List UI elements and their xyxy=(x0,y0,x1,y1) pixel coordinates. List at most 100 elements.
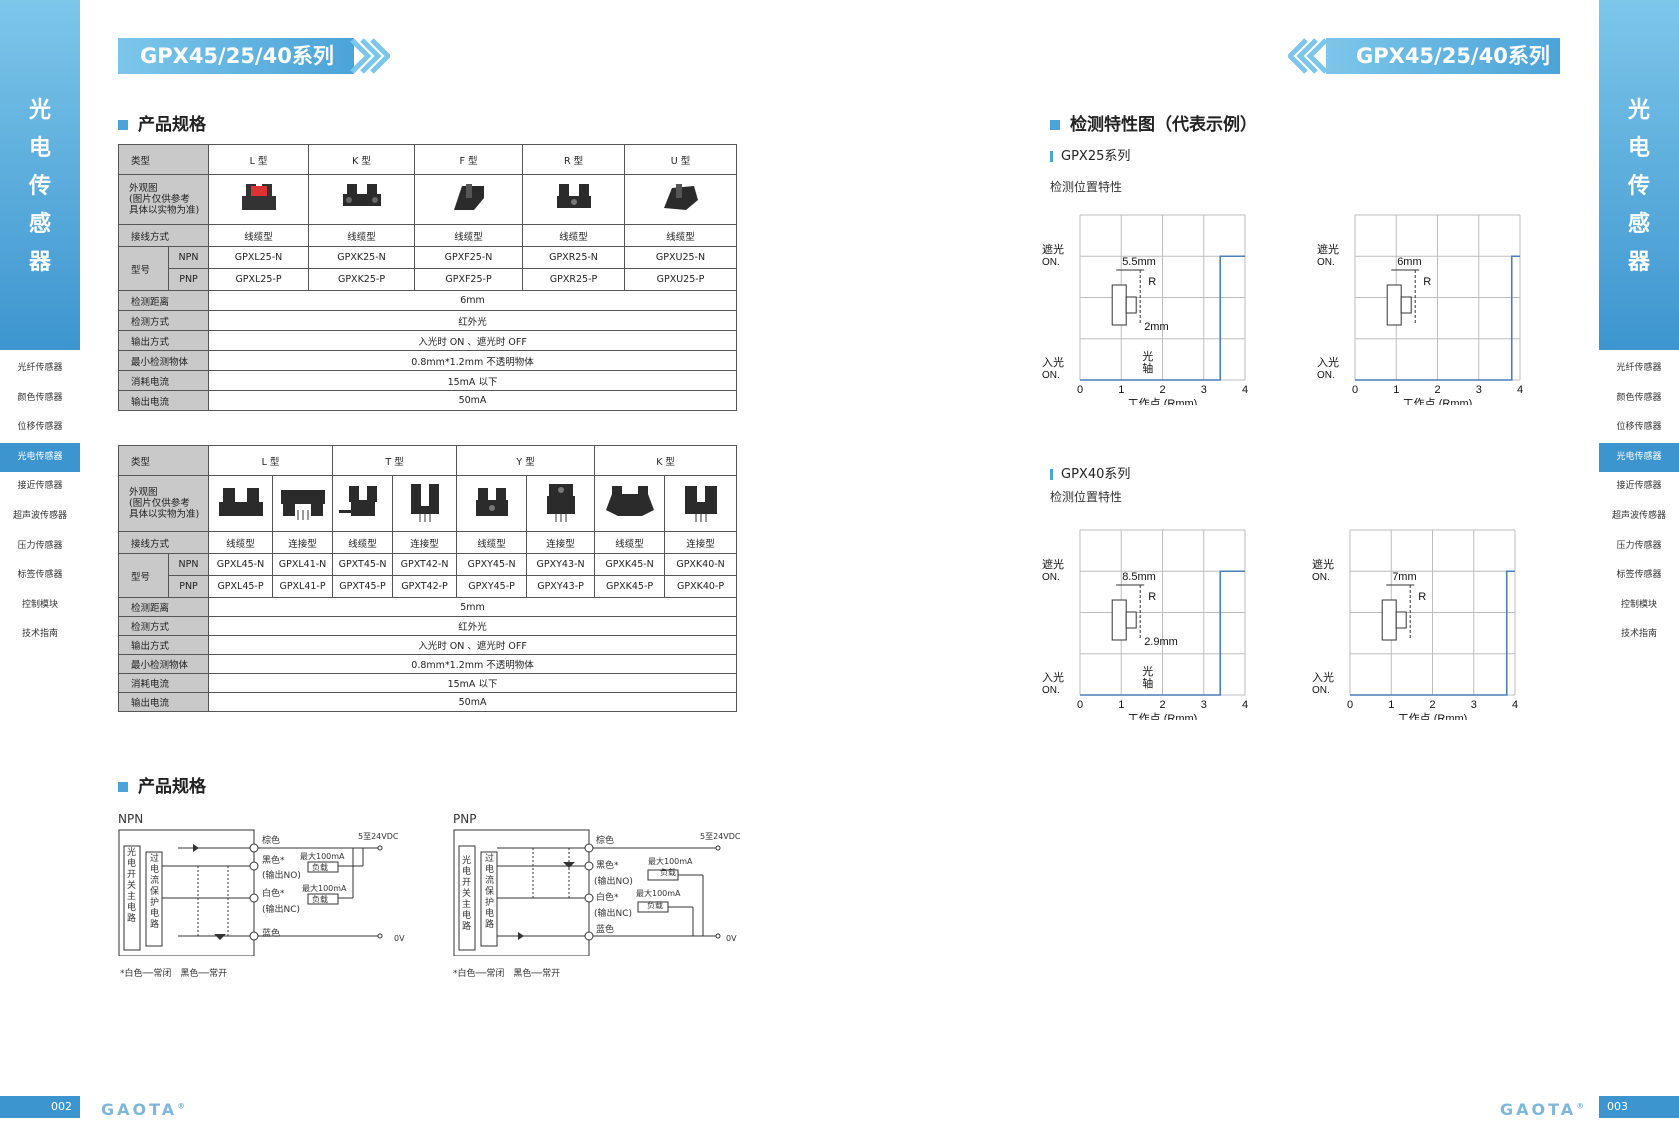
sidebar-item-label[interactable]: 标签传感器 xyxy=(17,570,63,581)
y-top-label: 遮光 xyxy=(1042,242,1064,256)
y-bottom-label: ON. xyxy=(1042,370,1060,381)
sidebar-item-displacement[interactable]: 位移传感器 xyxy=(1616,422,1662,433)
sidebar-item-fiber[interactable]: 光纤传感器 xyxy=(1616,363,1662,373)
optical-axis-label: 轴 xyxy=(1142,361,1153,375)
sidebar-item-pressure[interactable]: 压力传感器 xyxy=(17,540,63,551)
r-label: R xyxy=(1148,591,1156,603)
sidebar-banner xyxy=(1599,0,1679,350)
supply-voltage: 5至24VDC xyxy=(358,832,399,841)
product-photo xyxy=(594,475,666,532)
row-label: 最小检测物体 xyxy=(117,350,210,371)
output-nc: (输出NC) xyxy=(594,909,633,919)
page-number: 003 xyxy=(1599,1096,1679,1118)
type-cell: K 型 xyxy=(308,144,416,175)
x-tick-label: 3 xyxy=(1471,699,1477,711)
model-cell: GPXL41-P xyxy=(272,575,334,598)
row-label: 检测方式 xyxy=(117,616,210,636)
sidebar-banner xyxy=(0,0,80,350)
x-tick-label: 3 xyxy=(1201,384,1207,396)
model-cell: GPXK40-P xyxy=(664,575,738,598)
x-axis-label: 工作点 (Rmm) xyxy=(1128,712,1198,720)
wire-blue: 蓝色 xyxy=(262,929,281,939)
row-label: 检测方式 xyxy=(117,310,210,331)
brand-logo: GAOTA® xyxy=(101,1100,189,1119)
model-cell: GPXT42-N xyxy=(392,553,458,576)
protect-label: 过电流保护电路 xyxy=(485,854,495,930)
sidebar-item-ultrasonic[interactable]: 超声波传感器 xyxy=(12,510,67,521)
sidebar-item-color[interactable]: 颜色传感器 xyxy=(17,392,63,403)
load-label: 负载 xyxy=(312,895,328,904)
y-bottom-label: ON. xyxy=(1042,685,1060,696)
x-axis-label: 工作点 (Rmm) xyxy=(1398,712,1468,720)
sensor-l41-image xyxy=(280,490,325,520)
protect-label: 过电流保护电路 xyxy=(150,854,160,930)
sidebar-item-pressure[interactable]: 压力传感器 xyxy=(1616,540,1662,551)
wire-brown: 棕色 xyxy=(262,836,281,846)
sidebar-item-color[interactable]: 颜色传感器 xyxy=(1616,392,1662,403)
sidebar-item-guide[interactable]: 技术指南 xyxy=(21,629,58,640)
row-value: 50mA xyxy=(208,390,738,411)
r-label: R xyxy=(1418,591,1426,603)
sidebar-item-photoelectric[interactable]: 光电传感器 xyxy=(1599,442,1679,473)
y-bottom-label: ON. xyxy=(1312,685,1330,696)
x-tick-label: 2 xyxy=(1429,699,1435,711)
sidebar-item-guide[interactable]: 技术指南 xyxy=(1620,629,1657,640)
model-cell: GPXK25-N xyxy=(308,246,416,269)
type-cell: F 型 xyxy=(414,144,524,175)
model-cell: GPXT45-P xyxy=(332,575,394,598)
pnp-label: PNP xyxy=(167,268,210,291)
row-label-photo: 外观图 (图片仅供参考 具体以实物为准) xyxy=(117,174,210,225)
wiring-cell: 线缆型 xyxy=(414,224,524,247)
sidebar-item-ultrasonic[interactable]: 超声波传感器 xyxy=(1611,510,1666,521)
y-top-label: 遮光 xyxy=(1317,242,1339,256)
spec-table-gpx25: 类型 L 型 K 型 F 型 R 型 U 型 外观图 (图片仅供参考 具体以实物… xyxy=(117,144,738,411)
sidebar-item-displacement[interactable]: 位移传感器 xyxy=(17,422,63,433)
r-label: R xyxy=(1148,276,1156,288)
sensor-t45-image xyxy=(338,486,377,516)
row-label: 输出电流 xyxy=(117,692,210,712)
sensor-window xyxy=(1395,611,1407,629)
x-axis-label: 工作点 (Rmm) xyxy=(1403,397,1473,405)
wiring-cell: 连接型 xyxy=(272,531,334,554)
gpx25-subtitle: 检测位置特性 xyxy=(1050,180,1123,194)
chevron-left-icon xyxy=(1288,38,1328,74)
wiring-cell: 线缆型 xyxy=(208,531,274,554)
x-tick-label: 2 xyxy=(1159,384,1165,396)
sensor-body xyxy=(1111,284,1127,326)
sensor-k-image xyxy=(342,184,381,206)
model-cell: GPXL25-N xyxy=(208,246,310,269)
main-circuit-label: 光电开关主电路 xyxy=(462,856,472,932)
left-sidebar: 光电传感器 光纤传感器 颜色传感器 位移传感器 光电传感器 接近传感器 超声波传… xyxy=(0,0,80,1146)
y-bottom-label: 入光 xyxy=(1042,355,1064,369)
output-no: (输出NO) xyxy=(262,871,301,881)
sidebar-item-proximity[interactable]: 接近传感器 xyxy=(1616,481,1662,492)
sidebar-item-photoelectric[interactable]: 光电传感器 xyxy=(0,442,80,473)
sensor-r-image xyxy=(556,184,591,208)
wiring-cell: 线缆型 xyxy=(308,224,416,247)
sidebar-item-proximity[interactable]: 接近传感器 xyxy=(17,481,63,492)
product-photo xyxy=(456,475,528,532)
row-label-type: 类型 xyxy=(117,445,210,476)
sidebar-item-fiber[interactable]: 光纤传感器 xyxy=(17,363,63,373)
sensor-sketch xyxy=(1381,584,1415,641)
wire-blue: 蓝色 xyxy=(596,925,615,935)
y-top-label: ON. xyxy=(1042,572,1060,583)
wiring-cell: 连接型 xyxy=(664,531,738,554)
y-bottom-label: 入光 xyxy=(1042,670,1064,684)
model-cell: GPXT45-N xyxy=(332,553,394,576)
sidebar-item-control[interactable]: 控制模块 xyxy=(21,599,58,610)
series-banner-left: GPX45/25/40系列 xyxy=(118,38,354,74)
sidebar-item-control[interactable]: 控制模块 xyxy=(1620,599,1657,610)
sensor-t42-image xyxy=(410,484,439,522)
characteristic-curve xyxy=(1080,255,1245,381)
sensor-window xyxy=(1400,296,1412,314)
sidebar-item-label[interactable]: 标签传感器 xyxy=(1616,570,1662,581)
sensor-k45-image xyxy=(605,486,654,516)
product-photo xyxy=(332,475,394,532)
sensor-window xyxy=(1125,296,1137,314)
row-label-wiring: 接线方式 xyxy=(117,531,210,554)
model-cell: GPXU25-P xyxy=(624,268,738,291)
